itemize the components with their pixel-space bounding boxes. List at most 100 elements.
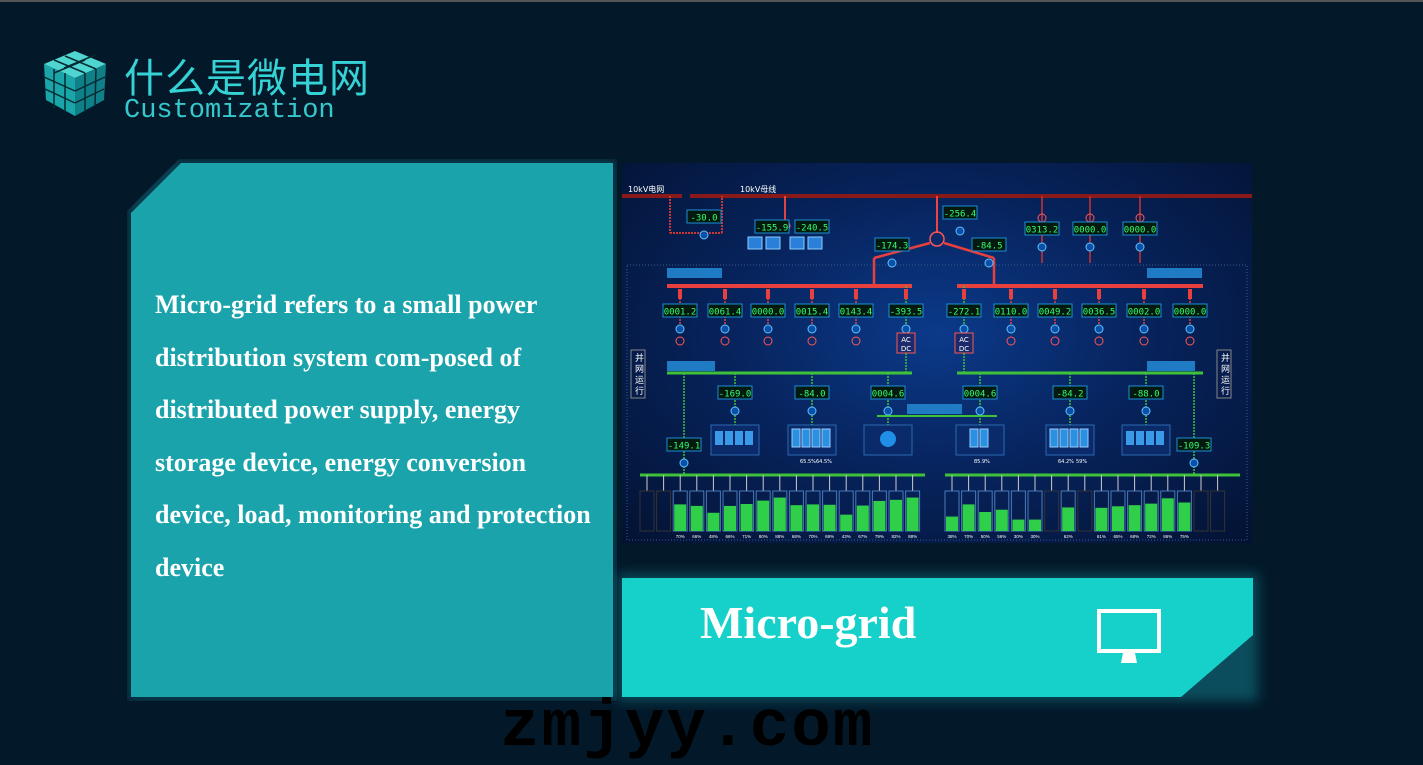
meter-value: 0036.5	[1083, 308, 1116, 318]
ev-charge-level	[946, 516, 958, 531]
meter-display	[1122, 221, 1158, 236]
meter-display	[1052, 385, 1088, 400]
meter-display	[942, 205, 978, 220]
dc-bus-tag	[1147, 361, 1195, 371]
meter-display	[717, 385, 753, 400]
ev-charge-percent: 68%	[792, 534, 801, 539]
meter-value: 0000.0	[1124, 226, 1157, 236]
meter-value: -30.0	[690, 214, 717, 224]
meter-icon	[679, 458, 689, 468]
storage-level: 64.2%	[1058, 459, 1074, 465]
breaker-icon	[904, 289, 908, 299]
breaker-icon	[1009, 289, 1013, 299]
meter-value: 0000.0	[752, 308, 785, 318]
meter-value: -272.1	[948, 308, 981, 318]
meter-icon	[1185, 324, 1195, 334]
meter-icon	[984, 258, 994, 268]
ev-charger-slot	[1044, 490, 1060, 532]
meter-display	[1072, 221, 1108, 236]
ev-charge-level	[823, 504, 836, 531]
ev-charge-percent: 68%	[1130, 534, 1139, 539]
meter-value: -155.9	[756, 224, 789, 234]
load-icon	[1050, 336, 1060, 346]
battery-icon	[821, 428, 831, 448]
storage-level: 65.5%	[800, 459, 816, 465]
ev-charge-level	[1145, 503, 1158, 531]
ev-charge-percent: 50%	[981, 534, 990, 539]
meter-icon	[1189, 458, 1199, 468]
load-icon	[1185, 336, 1195, 346]
ev-charge-percent: 79%	[875, 534, 884, 539]
meter-icon	[1094, 324, 1104, 334]
load-icon	[807, 336, 817, 346]
meter-value: 0004.6	[872, 390, 905, 400]
load-icon	[851, 336, 861, 346]
ev-charge-percent: 67%	[858, 534, 867, 539]
meter-value: 0049.2	[1039, 308, 1072, 318]
load-icon	[1006, 336, 1016, 346]
meter-icon	[901, 324, 911, 334]
ev-charge-level	[807, 504, 819, 531]
ac-label: AC	[901, 336, 911, 344]
load-icon	[763, 336, 773, 346]
meter-display	[838, 303, 874, 318]
solar-panel-icon	[1156, 431, 1164, 445]
description-panel: Micro-grid refers to a small power distr…	[131, 163, 613, 697]
watermark: zmjyy.com	[500, 690, 875, 765]
meter-icon	[959, 324, 969, 334]
meter-value: -84.2	[1056, 390, 1083, 400]
micro-grid-banner[interactable]: Micro-grid	[622, 578, 1253, 697]
meter-icon	[887, 258, 897, 268]
ev-charge-percent: 43%	[842, 534, 851, 539]
grid-mode-label-left: 并网运行	[633, 352, 644, 397]
ev-charge-percent: 30%	[1014, 534, 1023, 539]
ev-charge-level	[873, 500, 886, 531]
breaker-icon	[810, 289, 814, 299]
meter-value: -169.0	[719, 390, 752, 400]
meter-icon	[807, 406, 817, 416]
ev-charge-level	[840, 514, 853, 531]
breaker-icon	[766, 289, 770, 299]
dc-label: DC	[901, 345, 911, 353]
grid-label: 10kV电网	[628, 184, 664, 194]
meter-value: -240.5	[796, 224, 829, 234]
meter-icon	[851, 324, 861, 334]
meter-value: 0002.0	[1128, 308, 1161, 318]
ev-charge-level	[1161, 498, 1174, 531]
ev-charge-level	[890, 499, 902, 531]
meter-icon	[730, 406, 740, 416]
meter-icon	[1065, 406, 1075, 416]
ev-charge-level	[1095, 507, 1108, 531]
meter-icon	[807, 324, 817, 334]
breaker-icon	[854, 289, 858, 299]
meter-display	[971, 237, 1007, 252]
meter-value: 0110.0	[995, 308, 1028, 318]
battery-icon	[979, 428, 989, 448]
led-icon	[880, 431, 896, 447]
ev-charge-level	[1012, 519, 1025, 531]
solar-panel-icon	[745, 431, 753, 445]
meter-display	[1172, 303, 1208, 318]
dc-bus-tag	[907, 404, 962, 414]
ev-charger-slot	[1210, 490, 1226, 532]
ev-charge-level	[1128, 505, 1141, 531]
storage-level: 64.5%	[816, 459, 832, 465]
meter-display	[946, 303, 982, 318]
solar-panel-icon	[1146, 431, 1154, 445]
solar-panel-icon	[725, 431, 733, 445]
meter-display	[662, 303, 698, 318]
meter-display	[707, 303, 743, 318]
breaker-icon	[1188, 289, 1192, 299]
meter-display	[993, 303, 1029, 318]
load-icon	[1094, 336, 1104, 346]
breaker-icon	[1142, 289, 1146, 299]
solar-panel-icon	[747, 236, 763, 250]
meter-value: 0000.0	[1074, 226, 1107, 236]
meter-display	[870, 385, 906, 400]
meter-display	[666, 437, 702, 452]
meter-display	[962, 385, 998, 400]
solar-panel-icon	[735, 431, 743, 445]
battery-icon	[1069, 428, 1079, 448]
meter-value: -84.0	[798, 390, 825, 400]
